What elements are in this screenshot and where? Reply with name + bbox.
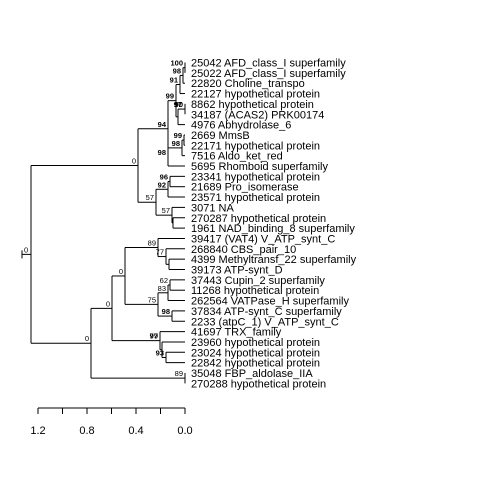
bootstrap-label: 0 — [119, 267, 123, 276]
bootstrap-label: 89 — [148, 239, 156, 248]
bootstrap-label: 98 — [162, 307, 170, 316]
leaf-label: 39173 ATP-synt_D — [191, 265, 283, 277]
leaf-label: 35048 FBP_aldolase_IIA — [191, 368, 313, 380]
leaf-label: 25022 AFD_class_I superfamily — [191, 68, 346, 80]
bootstrap-label: 90 — [175, 100, 183, 109]
bootstrap-label: 0 — [85, 334, 89, 343]
leaf-label: 11268 hypothetical protein — [191, 285, 319, 297]
axis-tick-label: 0.8 — [79, 425, 94, 437]
leaf-label: 23024 hypothetical protein — [191, 347, 320, 359]
leaf-label: 262564 VATPase_H superfamily — [191, 296, 349, 308]
leaf-label: 1961 NAD_binding_8 superfamily — [191, 223, 355, 235]
bootstrap-label: 93 — [156, 348, 164, 357]
bootstrap-label: 91 — [170, 75, 178, 84]
leaf-label: 37443 Cupin_2 superfamily — [191, 275, 325, 287]
leaf-label: 4399 Methyltransf_22 superfamily — [191, 254, 357, 266]
bootstrap-label: 83 — [158, 284, 166, 293]
bootstrap-label: 97 — [150, 332, 158, 341]
bootstrap-label: 0 — [132, 157, 136, 166]
leaf-label: 22820 Choline_transpo — [191, 78, 305, 90]
bootstrap-label: 99 — [166, 92, 174, 101]
leaf-label: 21689 Pro_isomerase — [191, 182, 299, 194]
leaf-label: 5695 Rhomboid superfamily — [191, 161, 328, 173]
leaf-label: 41697 TRX_family — [191, 327, 282, 339]
leaf-label: 2669 MmsB — [191, 130, 250, 142]
leaf-label: 25042 AFD_class_I superfamily — [191, 58, 346, 70]
tree-branches — [21, 62, 186, 384]
bootstrap-label: 92 — [158, 180, 166, 189]
bootstrap-label: 0 — [24, 245, 28, 254]
leaf-label: 23960 hypothetical protein — [191, 337, 320, 349]
leaf-label: 270288 hypothetical protein — [191, 378, 326, 390]
leaf-label: 22171 hypothetical protein — [191, 140, 320, 152]
axis-tick-label: 1.2 — [30, 425, 45, 437]
leaf-label: 4976 Abhydrolase_6 — [191, 120, 291, 132]
bootstrap-label: 98 — [158, 148, 166, 157]
axis-tick-label: 0.4 — [128, 425, 143, 437]
bootstrap-label: 99 — [174, 131, 182, 140]
bootstrap-label: 75 — [148, 295, 156, 304]
leaf-label: 22842 hypothetical protein — [191, 358, 320, 370]
bootstrap-label: 57 — [162, 206, 170, 215]
leaf-label: 7516 Aldo_ket_red — [191, 151, 283, 163]
leaf-label: 270287 hypothetical protein — [191, 213, 326, 225]
bootstrap-label: 0 — [106, 299, 110, 308]
leaf-label: 22127 hypothetical protein — [191, 89, 320, 101]
bootstrap-label: 89 — [175, 369, 183, 378]
bootstrap-label: 77 — [156, 248, 164, 257]
bootstrap-label: 97 — [174, 100, 182, 109]
bootstrap-label: 94 — [158, 120, 167, 129]
leaf-label: 8862 hypothetical protein — [191, 99, 314, 111]
bootstrap-label: 98 — [173, 66, 181, 75]
leaf-label: 2233 (atpC_1) V_ATP_synt_C — [191, 316, 339, 328]
leaf-label: 23341 hypothetical protein — [191, 171, 320, 183]
leaf-label: 39417 (VAT4) V_ATP_synt_C — [191, 233, 335, 245]
leaf-label: 268840 CBS_pair_10 — [191, 244, 296, 256]
bootstrap-label: 96 — [160, 173, 168, 182]
bootstrap-label: 57 — [146, 193, 154, 202]
bootstrap-label: 98 — [172, 139, 180, 148]
leaf-label: 34187 (ACAS2) PRK00174 — [191, 109, 324, 121]
axis-tick-label: 0.0 — [177, 425, 192, 437]
bootstrap-label: 100 — [170, 59, 183, 68]
bootstrap-label: 79 — [150, 332, 158, 341]
bootstrap-values: 0094999198100979098989957929657000897775… — [24, 59, 183, 378]
bootstrap-label: 62 — [160, 276, 168, 285]
leaf-label: 37834 ATP-synt_C superfamily — [191, 306, 342, 318]
leaf-label: 3071 NA — [191, 202, 234, 214]
scale-axis: 1.2 0.8 0.4 0.0 — [30, 407, 193, 437]
leaf-label: 23571 hypothetical protein — [191, 192, 320, 204]
